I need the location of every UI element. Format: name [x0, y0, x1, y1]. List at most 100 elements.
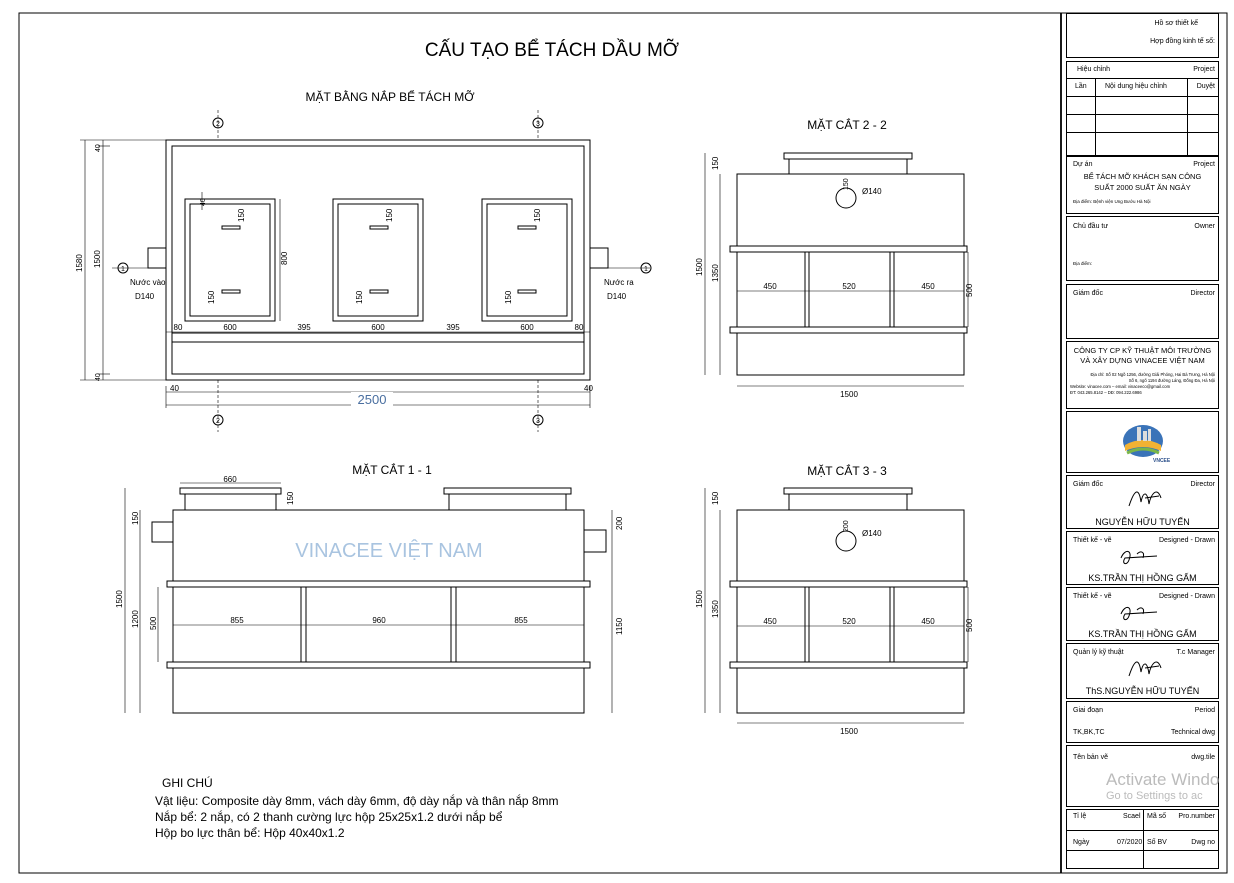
pipe-diameter: Ø140 [862, 187, 882, 196]
plan-lid-offset: 150 [385, 208, 394, 222]
tb-label: Hồ sơ thiết kế [1154, 20, 1199, 27]
tb-meta: Tỉ lệ Scael Mã số Pro.number Ngày 07/202… [1066, 809, 1219, 869]
outlet-pipe [589, 247, 609, 269]
lid-height-dim: 150 [286, 491, 295, 505]
plan-lid-offset: 150 [355, 290, 364, 304]
bay-dim: 450 [763, 617, 777, 626]
bay-dim: 450 [921, 282, 935, 291]
left-dim: 1200 [131, 610, 140, 628]
left-dim: 1350 [711, 264, 720, 282]
sheet-border [18, 12, 1228, 874]
width-dim: 1500 [840, 390, 858, 399]
note-line: Vật liệu: Composite dày 8mm, vách dày 6m… [155, 794, 559, 808]
right-dim: 500 [965, 283, 974, 297]
right-dim: 200 [615, 516, 624, 530]
pipe-diameter: Ø140 [862, 529, 882, 538]
signature [1128, 661, 1162, 677]
tb-label: Thiết kế - vẽ [1073, 537, 1112, 544]
pipe-circle [835, 187, 857, 209]
tb-label: Dwg no [1191, 839, 1215, 846]
section-3-3: MẶT CẮT 3 - 3 Ø140 200 450 520 450 500 1… [695, 463, 974, 736]
plan-side-dim: 40 [584, 384, 593, 393]
left-dim: 500 [149, 616, 158, 630]
inlet-pipe [151, 521, 174, 543]
plan-segment-dim: 600 [520, 323, 534, 332]
drawing-title: CẤU TẠO BỂ TÁCH DẦU MỠ [425, 39, 679, 61]
plan-title: MẶT BẰNG NẮP BỂ TÁCH MỠ [306, 89, 476, 104]
tb-label: Nội dung hiệu chỉnh [1105, 83, 1167, 90]
svg-text:1: 1 [121, 266, 125, 273]
bay-dim: 450 [763, 282, 777, 291]
svg-text:3: 3 [536, 121, 540, 128]
plan-lid-offset: 150 [533, 208, 542, 222]
tb-signature-drawer: Thiết kế - vẽ Designed - Drawn KS.TRẦN T… [1066, 587, 1219, 641]
tb-company: CÔNG TY CP KỸ THUẬT MÔI TRƯỜNG VÀ XÂY DỰ… [1066, 341, 1219, 409]
left-dim: 1500 [695, 590, 704, 608]
left-dim: 1500 [115, 590, 124, 608]
inlet-label: Nước vào [130, 278, 166, 287]
signature [1120, 551, 1158, 565]
tb-label: Giám đốc [1073, 290, 1103, 297]
tb-phase-value: TK,BK,TC [1073, 729, 1105, 736]
tb-company-detail: Địa chỉ: Số 02 Ngõ 1256, đường Giải Phón… [1090, 372, 1215, 377]
left-dim: 1350 [711, 600, 720, 618]
plan-segment-dim: 80 [575, 323, 584, 332]
plan-lid [332, 198, 424, 322]
width-dim: 1500 [840, 727, 858, 736]
tb-company-detail: Số 6, ngõ 1194 đường Láng, Đống Đa, Hà N… [1128, 378, 1215, 383]
bay-dim: 855 [230, 616, 244, 625]
tb-drawing-title: Tên bản vẽ dwg.tile [1066, 745, 1219, 807]
bay-dim: 450 [921, 617, 935, 626]
tb-company-name: CÔNG TY CP KỸ THUẬT MÔI TRƯỜNG VÀ XÂY DỰ… [1073, 346, 1212, 365]
plan-lid-offset: 150 [504, 290, 513, 304]
plan-lid-height: 800 [280, 251, 289, 265]
tb-label: Dự án [1073, 161, 1093, 168]
tb-company-detail: Website: vinacee.com – email: vinaceeco@… [1070, 384, 1171, 389]
tb-label: Giám đốc [1073, 481, 1103, 488]
plan-segment-dim: 395 [297, 323, 311, 332]
watermark: VINACEE VIỆT NAM [295, 539, 482, 562]
company-logo: VNCEE [1123, 425, 1171, 464]
tb-label: Scael [1123, 813, 1141, 820]
inlet-size: D140 [135, 292, 155, 301]
tb-label: Tên bản vẽ [1073, 754, 1109, 761]
tb-signature-manager: Quản lý kỹ thuật T.c Manager ThS.NGUYỄN … [1066, 643, 1219, 699]
plan-height-dim: 1500 [93, 250, 102, 268]
plan-height-dim: 40 [95, 144, 102, 152]
tb-project: Dự án Project BỂ TÁCH MỠ KHÁCH SẠN CÔNG … [1066, 156, 1219, 214]
section-1-1-title: MẶT CẮT 1 - 1 [352, 462, 432, 477]
section-marker: 1 [640, 262, 652, 274]
tb-label: dwg.tile [1191, 754, 1215, 761]
tb-label: Quản lý kỹ thuật [1073, 649, 1124, 656]
signature [1120, 607, 1158, 621]
plan-segment-dim: 395 [446, 323, 460, 332]
tb-label: T.c Manager [1176, 649, 1215, 656]
plan-side-dim: 40 [170, 384, 179, 393]
tb-project-name: BỂ TÁCH MỠ KHÁCH SẠN CÔNG SUẤT 2000 SUẤT… [1083, 172, 1202, 192]
plan-lid-offset: 150 [237, 208, 246, 222]
tb-label: Pro.number [1178, 813, 1215, 820]
left-dim: 150 [131, 511, 140, 525]
tb-label: Project [1193, 161, 1215, 168]
pipe-height: 150 [843, 178, 850, 190]
outlet-pipe [583, 529, 607, 553]
tb-label: Mã số [1147, 813, 1167, 820]
tb-label: Director [1190, 290, 1215, 297]
svg-text:1: 1 [644, 266, 648, 273]
tb-label: Hợp đồng kinh tế số: [1150, 38, 1215, 45]
signature [1128, 491, 1162, 507]
tb-signer-name: KS.TRẦN THỊ HỒNG GẤM [1088, 629, 1197, 639]
tb-label: Project [1193, 66, 1215, 73]
tb-label: Period [1194, 707, 1215, 714]
note-line: Hộp bo lực thân bể: Hộp 40x40x1.2 [155, 826, 345, 840]
left-dim: 150 [711, 491, 720, 505]
tb-label: Lần [1075, 83, 1087, 90]
tb-contract: Hồ sơ thiết kế Hợp đồng kinh tế số: [1066, 13, 1219, 58]
section-3-3-title: MẶT CẮT 3 - 3 [807, 463, 887, 478]
tb-label: Duyệt [1196, 83, 1215, 90]
tb-signer-name: NGUYỄN HỮU TUYẾN [1095, 517, 1190, 527]
plan-lid-offset: 150 [207, 290, 216, 304]
bay-dim: 520 [842, 282, 856, 291]
tb-signer-name: KS.TRẦN THỊ HỒNG GẤM [1088, 573, 1197, 583]
right-dim: 500 [965, 618, 974, 632]
